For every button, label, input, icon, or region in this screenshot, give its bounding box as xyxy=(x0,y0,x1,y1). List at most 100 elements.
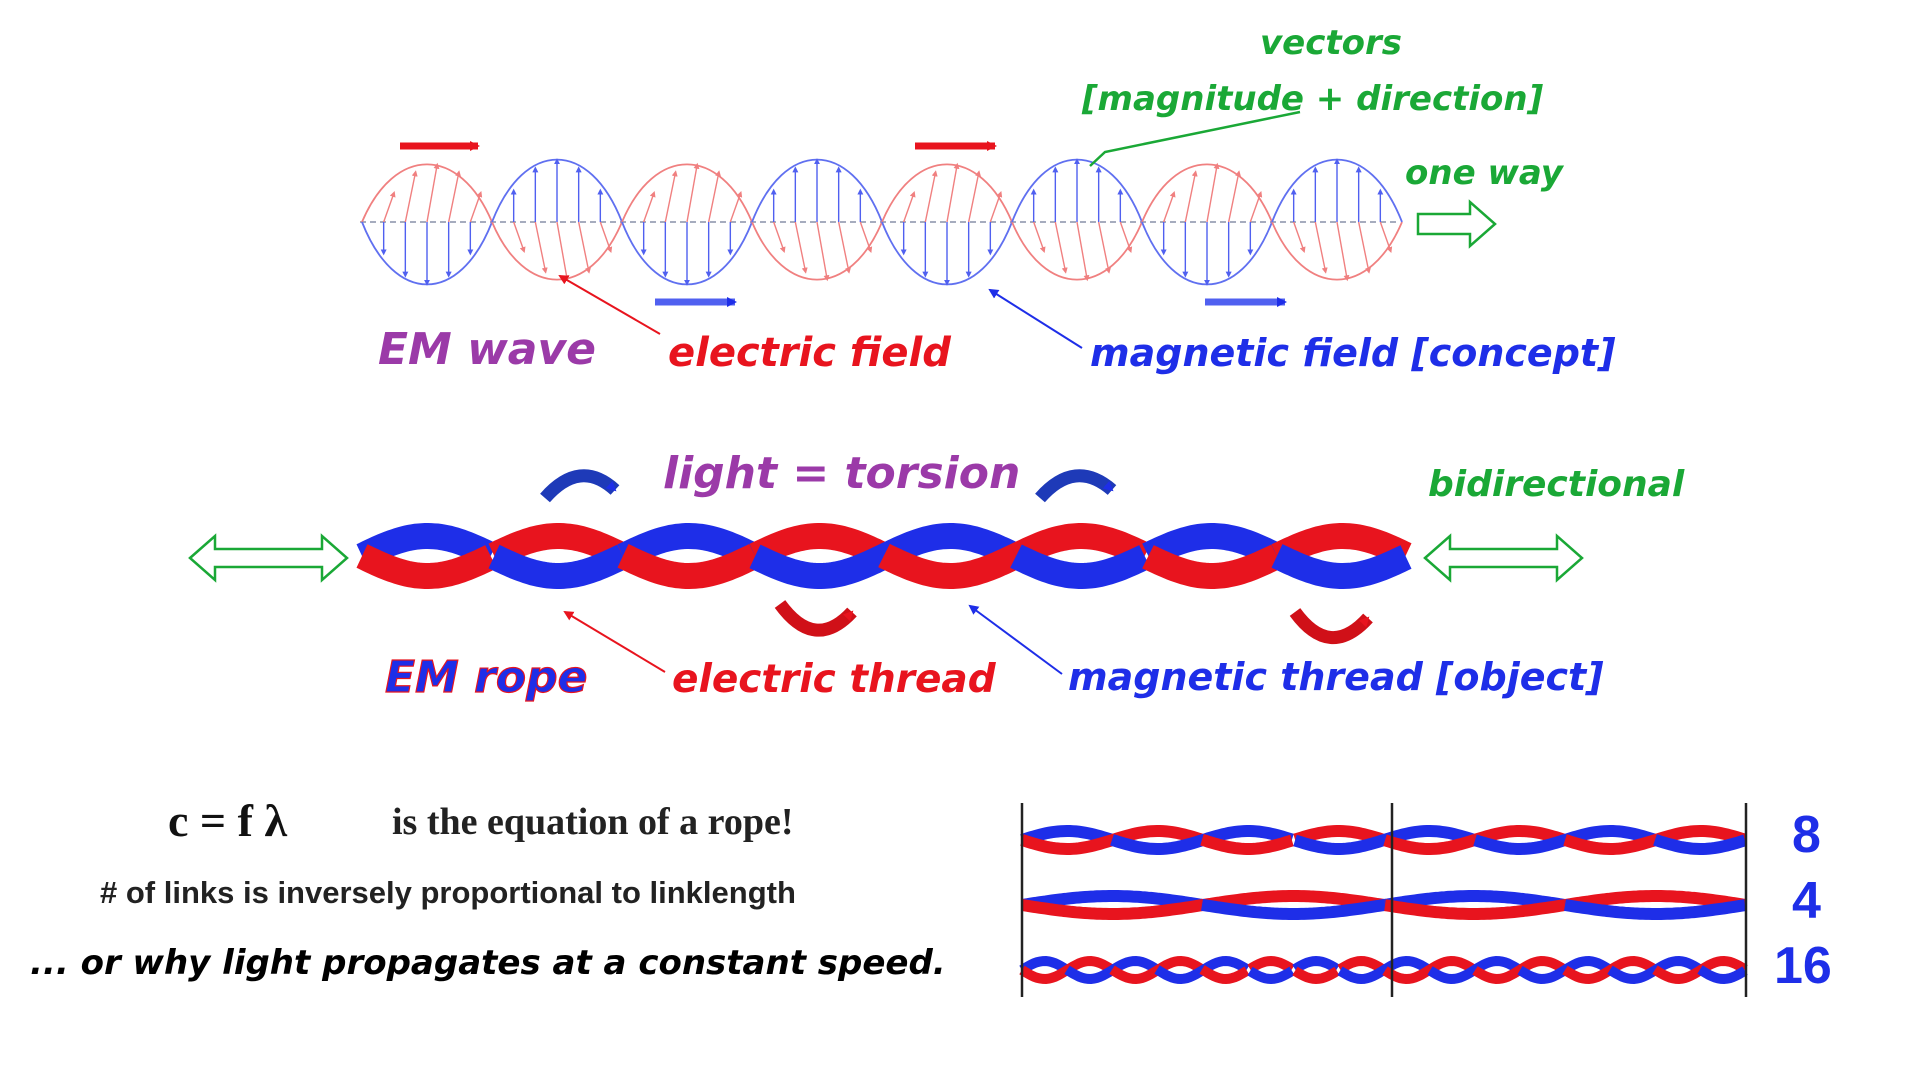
comparison-rope-8-electric-strand xyxy=(1473,825,1567,846)
electric-vector xyxy=(707,170,722,223)
comparison-rope-16-electric-strand xyxy=(1427,955,1478,975)
electric-vector xyxy=(404,170,418,223)
comparison-rope-16-magnetic-strand xyxy=(1607,965,1658,985)
electric-vector xyxy=(1033,221,1046,253)
comparison-rope-16-electric-strand xyxy=(1337,955,1388,975)
electric-thread-label: electric thread xyxy=(672,657,997,702)
links-count-4: 4 xyxy=(1792,872,1821,930)
rope-magnetic-strand xyxy=(1142,523,1283,568)
comparison-rope-16-electric-strand xyxy=(1292,966,1340,985)
bidirectional-arrow-left-icon xyxy=(188,533,349,583)
electric-lobe xyxy=(751,221,883,281)
comparison-rope-8-magnetic-strand xyxy=(1383,825,1477,846)
equation-section: c = f λ is the equation of a rope! # of … xyxy=(30,795,1832,997)
electric-vector xyxy=(1357,221,1372,274)
rope-electric-strand xyxy=(878,543,1022,589)
electric-vector xyxy=(1379,221,1393,253)
comparison-rope-16-magnetic-strand xyxy=(1697,965,1748,985)
electric-vector xyxy=(1054,221,1068,274)
electric-vector xyxy=(989,191,1003,223)
electric-vector xyxy=(383,191,396,223)
comparison-rope-8-magnetic-strand xyxy=(1563,825,1657,846)
comparison-rope-16-magnetic-strand xyxy=(1064,965,1115,985)
electric-vector xyxy=(686,162,700,223)
comparison-rope-8-electric-strand xyxy=(1110,825,1204,846)
electric-lobe xyxy=(621,163,753,223)
electric-vector xyxy=(1249,191,1263,223)
electric-vector xyxy=(447,170,462,223)
comparison-rope-8-magnetic-strand xyxy=(1653,834,1747,855)
comparison-rope-16-magnetic-strand xyxy=(1247,966,1295,985)
comparison-rope-16-magnetic-strand xyxy=(1019,955,1070,975)
comparison-rope-16-magnetic-strand xyxy=(1292,955,1340,974)
electric-vector xyxy=(1227,170,1242,223)
rope-magnetic-strand xyxy=(1271,544,1412,589)
electric-field-pointer xyxy=(558,274,661,335)
comparison-rope-4-electric-strand xyxy=(1201,890,1386,912)
electric-vector xyxy=(426,162,440,223)
electric-vector xyxy=(1119,221,1133,253)
rope-electric-strand xyxy=(1142,544,1283,589)
comparison-rope-8-electric-strand xyxy=(1383,834,1477,855)
comparison-rope-16-electric-strand xyxy=(1199,965,1250,985)
twist-arrow-bottom-right-icon xyxy=(1289,608,1373,645)
electric-vector xyxy=(837,221,852,274)
twist-arrow-top-left-icon xyxy=(540,469,620,503)
rope-electric-strand xyxy=(488,523,629,568)
vectors-sublabel: [magnitude + direction] xyxy=(1081,79,1544,119)
magnetic-field-pointer xyxy=(988,288,1083,349)
electric-vector xyxy=(643,191,656,223)
comparison-rope-8-magnetic-strand xyxy=(1020,825,1114,846)
rope-magnetic-strand xyxy=(749,544,890,589)
comparison-rope-4-magnetic-strand xyxy=(1564,899,1746,920)
electric-vector xyxy=(599,221,613,253)
comparison-rope-8-electric-strand xyxy=(1200,833,1294,855)
em-rope-label: EM rope xyxy=(385,652,587,703)
vectors-label: vectors xyxy=(1260,23,1402,63)
comparison-rope-16-electric-strand xyxy=(1064,955,1115,975)
rope-magnetic-strand xyxy=(488,544,629,589)
rope-electric-strand xyxy=(1010,523,1151,568)
bidirectional-label: bidirectional xyxy=(1428,464,1685,505)
comparison-rope-4-electric-strand xyxy=(1021,899,1203,920)
em-rope-section: light = torsion bidirectional EM rope el… xyxy=(188,448,1685,704)
vectors-pointer-line xyxy=(1089,110,1301,167)
electric-vector xyxy=(513,221,526,253)
rope-magnetic-strand xyxy=(617,523,761,569)
rope-magnetic-strand xyxy=(878,523,1022,569)
em-rope xyxy=(356,523,1412,589)
comparison-rope-16-magnetic-strand xyxy=(1337,965,1388,985)
comparison-rope-8-magnetic-strand xyxy=(1110,834,1204,855)
electric-lobe xyxy=(881,163,1013,223)
rope-electric-strand xyxy=(1271,523,1412,568)
electric-lobe xyxy=(1271,221,1403,281)
twist-arrow-top-right-icon xyxy=(1035,469,1117,503)
comparison-rope-4-magnetic-strand xyxy=(1021,890,1203,911)
electric-vector xyxy=(816,221,830,282)
comparison-rope-4-electric-strand xyxy=(1384,899,1566,920)
bidirectional-arrow-right-icon xyxy=(1423,533,1584,583)
electric-vector xyxy=(1314,221,1328,274)
electric-field-label: electric field xyxy=(668,330,951,376)
one-way-label: one way xyxy=(1405,153,1565,193)
comparison-rope-4-magnetic-strand xyxy=(1384,890,1566,911)
comparison-rope-16-magnetic-strand xyxy=(1427,965,1478,985)
magnetic-thread-label: magnetic thread [object] xyxy=(1068,655,1604,699)
comparison-rope-16-electric-strand xyxy=(1472,965,1523,985)
electric-vector xyxy=(1097,221,1112,274)
comparison-rope-4-electric-strand xyxy=(1564,890,1746,911)
comparison-rope-16-electric-strand xyxy=(1019,965,1070,985)
electric-vector xyxy=(664,170,678,223)
electric-vector xyxy=(577,221,592,274)
electric-vector xyxy=(794,221,808,274)
comparison-rope-16-electric-strand xyxy=(1247,955,1295,974)
comparison-rope-16-magnetic-strand xyxy=(1154,965,1205,985)
comparison-rope-16-magnetic-strand xyxy=(1562,955,1613,975)
comparison-rope-16-magnetic-strand xyxy=(1199,955,1250,975)
em-wave-label: EM wave xyxy=(378,324,596,375)
electric-lobe xyxy=(1141,163,1273,223)
magnetic-thread-pointer xyxy=(968,604,1063,675)
em-wave-section: EM wave electric field magnetic field [c… xyxy=(360,23,1616,376)
